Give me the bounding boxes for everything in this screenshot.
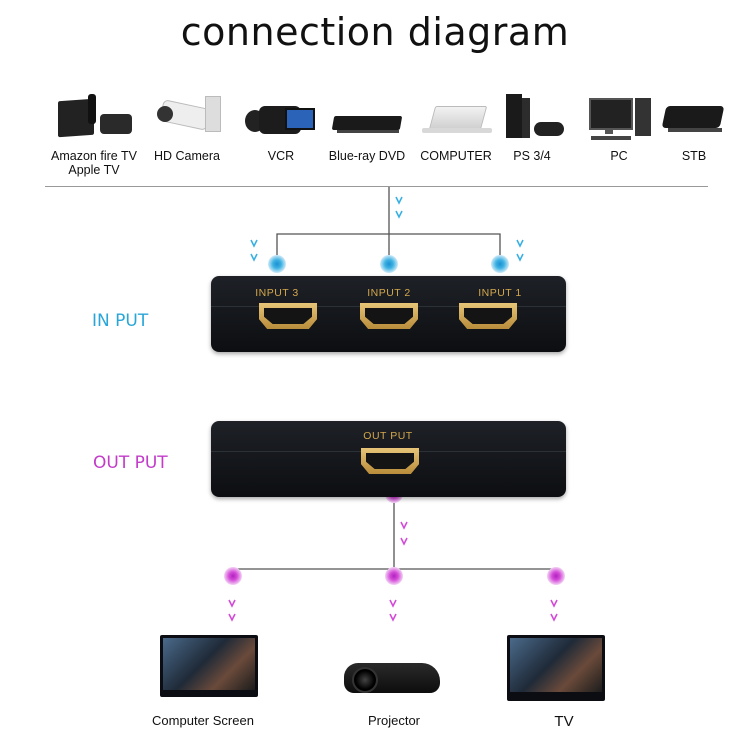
divider-line	[45, 186, 708, 187]
source-device: STB	[639, 92, 749, 163]
output-label: OUT PUT	[93, 453, 168, 473]
output-device-label: Computer Screen	[152, 713, 254, 728]
source-label: HD Camera	[154, 149, 220, 163]
source-label: COMPUTER	[420, 149, 492, 163]
source-device: HD Camera	[132, 92, 242, 163]
desktop-pc-icon	[579, 92, 659, 144]
set-top-box-icon	[654, 92, 734, 144]
source-device: Amazon fire TV Apple TV	[39, 92, 149, 177]
hdmi-port-icon	[361, 448, 419, 474]
output-node	[547, 567, 565, 585]
source-label: Blue-ray DVD	[328, 149, 406, 163]
input-arrows	[250, 196, 524, 262]
monitor-icon	[160, 635, 258, 697]
port-label: INPUT 3	[255, 287, 299, 299]
tv-icon	[507, 635, 605, 701]
source-device: PS 3/4	[477, 92, 587, 163]
switch-input-side: INPUT 3 INPUT 2 INPUT 1	[211, 276, 566, 352]
hdmi-port-icon	[459, 303, 517, 329]
port-label: OUT PUT	[363, 430, 413, 442]
source-label: PS 3/4	[513, 149, 551, 163]
input-node	[268, 255, 286, 273]
hdmi-port-icon	[360, 303, 418, 329]
source-devices: Amazon fire TV Apple TV HD Camera VCR Bl…	[0, 92, 750, 192]
output-device-label: Projector	[367, 713, 421, 728]
source-device: COMPUTER	[401, 92, 511, 163]
hdmi-port-icon	[259, 303, 317, 329]
switch-output-side: OUT PUT	[211, 421, 566, 497]
output-node	[224, 567, 242, 585]
input-node	[380, 255, 398, 273]
output-arrows	[228, 521, 558, 622]
source-device: PC	[564, 92, 674, 163]
source-label: PC	[610, 149, 628, 163]
bluray-player-icon	[327, 92, 407, 144]
source-label: STB	[681, 149, 707, 163]
laptop-icon	[416, 92, 496, 144]
streaming-box-icon	[54, 92, 134, 144]
security-camera-icon	[147, 92, 227, 144]
source-label: VCR	[267, 149, 295, 163]
input-node	[491, 255, 509, 273]
output-node	[385, 567, 403, 585]
game-console-icon	[492, 92, 572, 144]
input-wiring	[276, 187, 501, 264]
output-device-label: TV	[554, 713, 574, 730]
projector-icon	[344, 653, 440, 697]
source-device: Blue-ray DVD	[312, 92, 422, 163]
camcorder-icon	[241, 92, 321, 144]
source-device: VCR	[226, 92, 336, 163]
diagram-title: connection diagram	[180, 10, 570, 54]
port-label: INPUT 2	[367, 287, 411, 299]
output-wiring	[232, 494, 557, 576]
input-label: IN PUT	[92, 311, 149, 331]
port-label: INPUT 1	[478, 287, 522, 299]
source-label: Amazon fire TV Apple TV	[51, 149, 137, 177]
